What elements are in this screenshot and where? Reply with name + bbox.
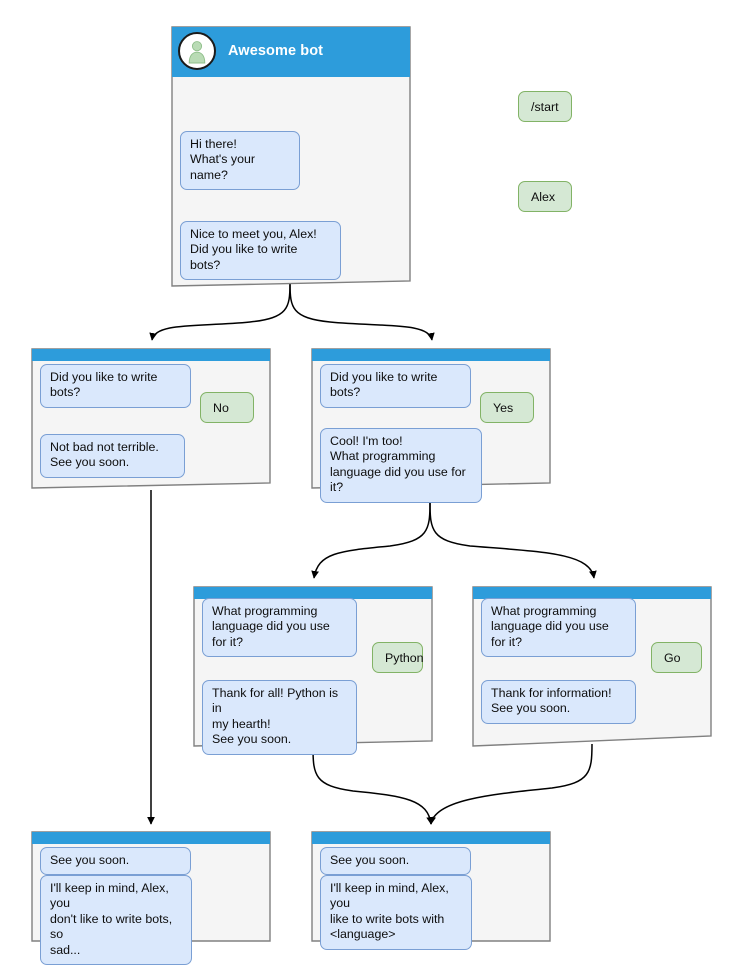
message-bubble-bot: I'll keep in mind, Alex, you like to wri…: [320, 875, 472, 950]
message-bubble-bot: Hi there! What's your name?: [180, 131, 300, 191]
node-end-yes-body: See you soon. I'll keep in mind, Alex, y…: [310, 830, 552, 950]
message-bubble-user: Go: [651, 642, 702, 673]
edge-yes-to-python: [311, 502, 431, 579]
edge-go-to-end-yes: [428, 743, 593, 825]
edge-python-to-end-yes: [312, 747, 434, 825]
node-lang-python-body: What programming language did you use fo…: [192, 585, 434, 755]
message-bubble-bot: Did you like to write bots?: [40, 364, 191, 408]
message-bubble-bot: Thank for all! Python is in my hearth! S…: [202, 680, 357, 755]
message-bubble-bot: Nice to meet you, Alex! Did you like to …: [180, 221, 341, 281]
message-bubble-user: Alex: [518, 181, 572, 212]
person-avatar-icon: [178, 32, 216, 70]
node-answer-yes-body: Did you like to write bots? Yes Cool! I'…: [310, 347, 552, 503]
node-end-yes[interactable]: See you soon. I'll keep in mind, Alex, y…: [310, 830, 552, 950]
node-answer-no-body: Did you like to write bots? No Not bad n…: [30, 347, 272, 490]
message-bubble-user: No: [200, 392, 254, 423]
message-bubble-bot: Cool! I'm too! What programming language…: [320, 428, 482, 503]
edge-start-to-yes: [289, 282, 435, 341]
message-bubble-user: Python: [372, 642, 424, 673]
message-bubble-bot: See you soon.: [40, 847, 191, 876]
node-lang-python[interactable]: What programming language did you use fo…: [192, 585, 434, 755]
edge-yes-to-go: [429, 502, 597, 579]
message-bubble-bot: See you soon.: [320, 847, 471, 876]
message-bubble-bot: Not bad not terrible. See you soon.: [40, 434, 185, 478]
node-end-no[interactable]: See you soon. I'll keep in mind, Alex, y…: [30, 830, 272, 966]
message-bubble-bot: What programming language did you use fo…: [202, 598, 357, 658]
node-answer-no[interactable]: Did you like to write bots? No Not bad n…: [30, 347, 272, 490]
message-bubble-bot: I'll keep in mind, Alex, you don't like …: [40, 875, 192, 966]
message-bubble-bot: What programming language did you use fo…: [481, 598, 636, 658]
node-start[interactable]: Awesome bot /start Hi there! What's your…: [170, 25, 572, 287]
message-bubble-user: /start: [518, 91, 572, 122]
node-end-no-body: See you soon. I'll keep in mind, Alex, y…: [30, 830, 272, 966]
node-lang-go-body: What programming language did you use fo…: [471, 585, 713, 748]
node-start-header: Awesome bot: [170, 25, 412, 77]
bot-title: Awesome bot: [228, 43, 324, 59]
node-lang-go[interactable]: What programming language did you use fo…: [471, 585, 713, 748]
node-start-body: Awesome bot /start Hi there! What's your…: [170, 25, 572, 287]
message-bubble-user: Yes: [480, 392, 534, 423]
node-answer-yes[interactable]: Did you like to write bots? Yes Cool! I'…: [310, 347, 552, 503]
message-bubble-bot: Did you like to write bots?: [320, 364, 471, 408]
edge-start-to-no: [149, 282, 291, 341]
message-bubble-bot: Thank for information! See you soon.: [481, 680, 636, 724]
